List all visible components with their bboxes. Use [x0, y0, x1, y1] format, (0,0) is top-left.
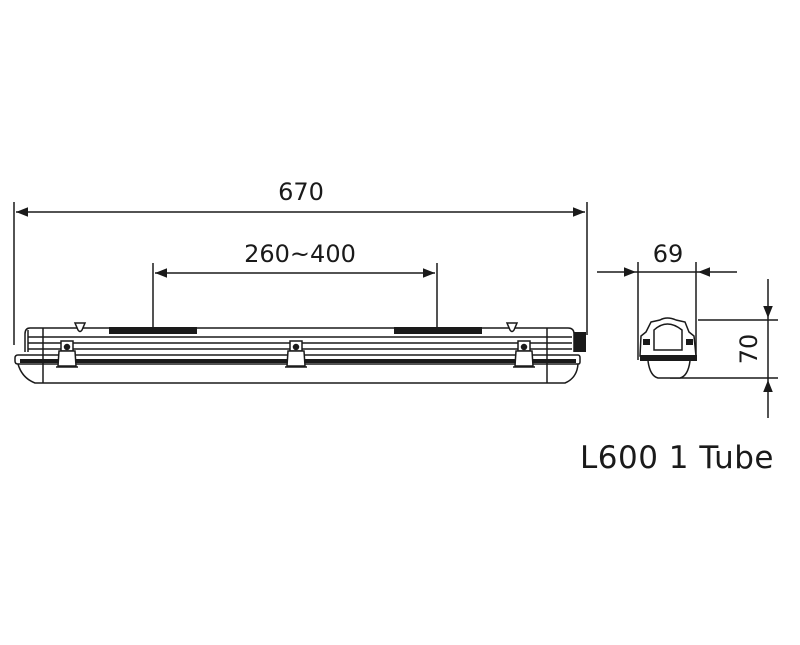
- clip-icon-middle: [285, 340, 307, 368]
- mounting-bracket-left: [109, 327, 197, 334]
- mounting-spacing-dimension: 260~400: [152, 240, 438, 328]
- overall-length-dimension: 670: [13, 178, 588, 345]
- clip-icon-right: [513, 340, 535, 368]
- product-title: L600 1 Tube: [580, 440, 774, 476]
- height-label: 70: [735, 334, 763, 365]
- width-dimension: 69: [597, 240, 737, 360]
- width-label: 69: [653, 240, 684, 268]
- mounting-spacing-label: 260~400: [244, 240, 356, 268]
- height-dimension: 70: [670, 279, 778, 418]
- fixture-end-view: [639, 317, 697, 379]
- hook-icon-right: [505, 322, 519, 333]
- clip-icon-left: [56, 340, 78, 368]
- hook-icon-left: [73, 322, 87, 333]
- overall-length-label: 670: [278, 178, 324, 206]
- mounting-bracket-right: [394, 327, 482, 334]
- cable-gland: [574, 332, 586, 352]
